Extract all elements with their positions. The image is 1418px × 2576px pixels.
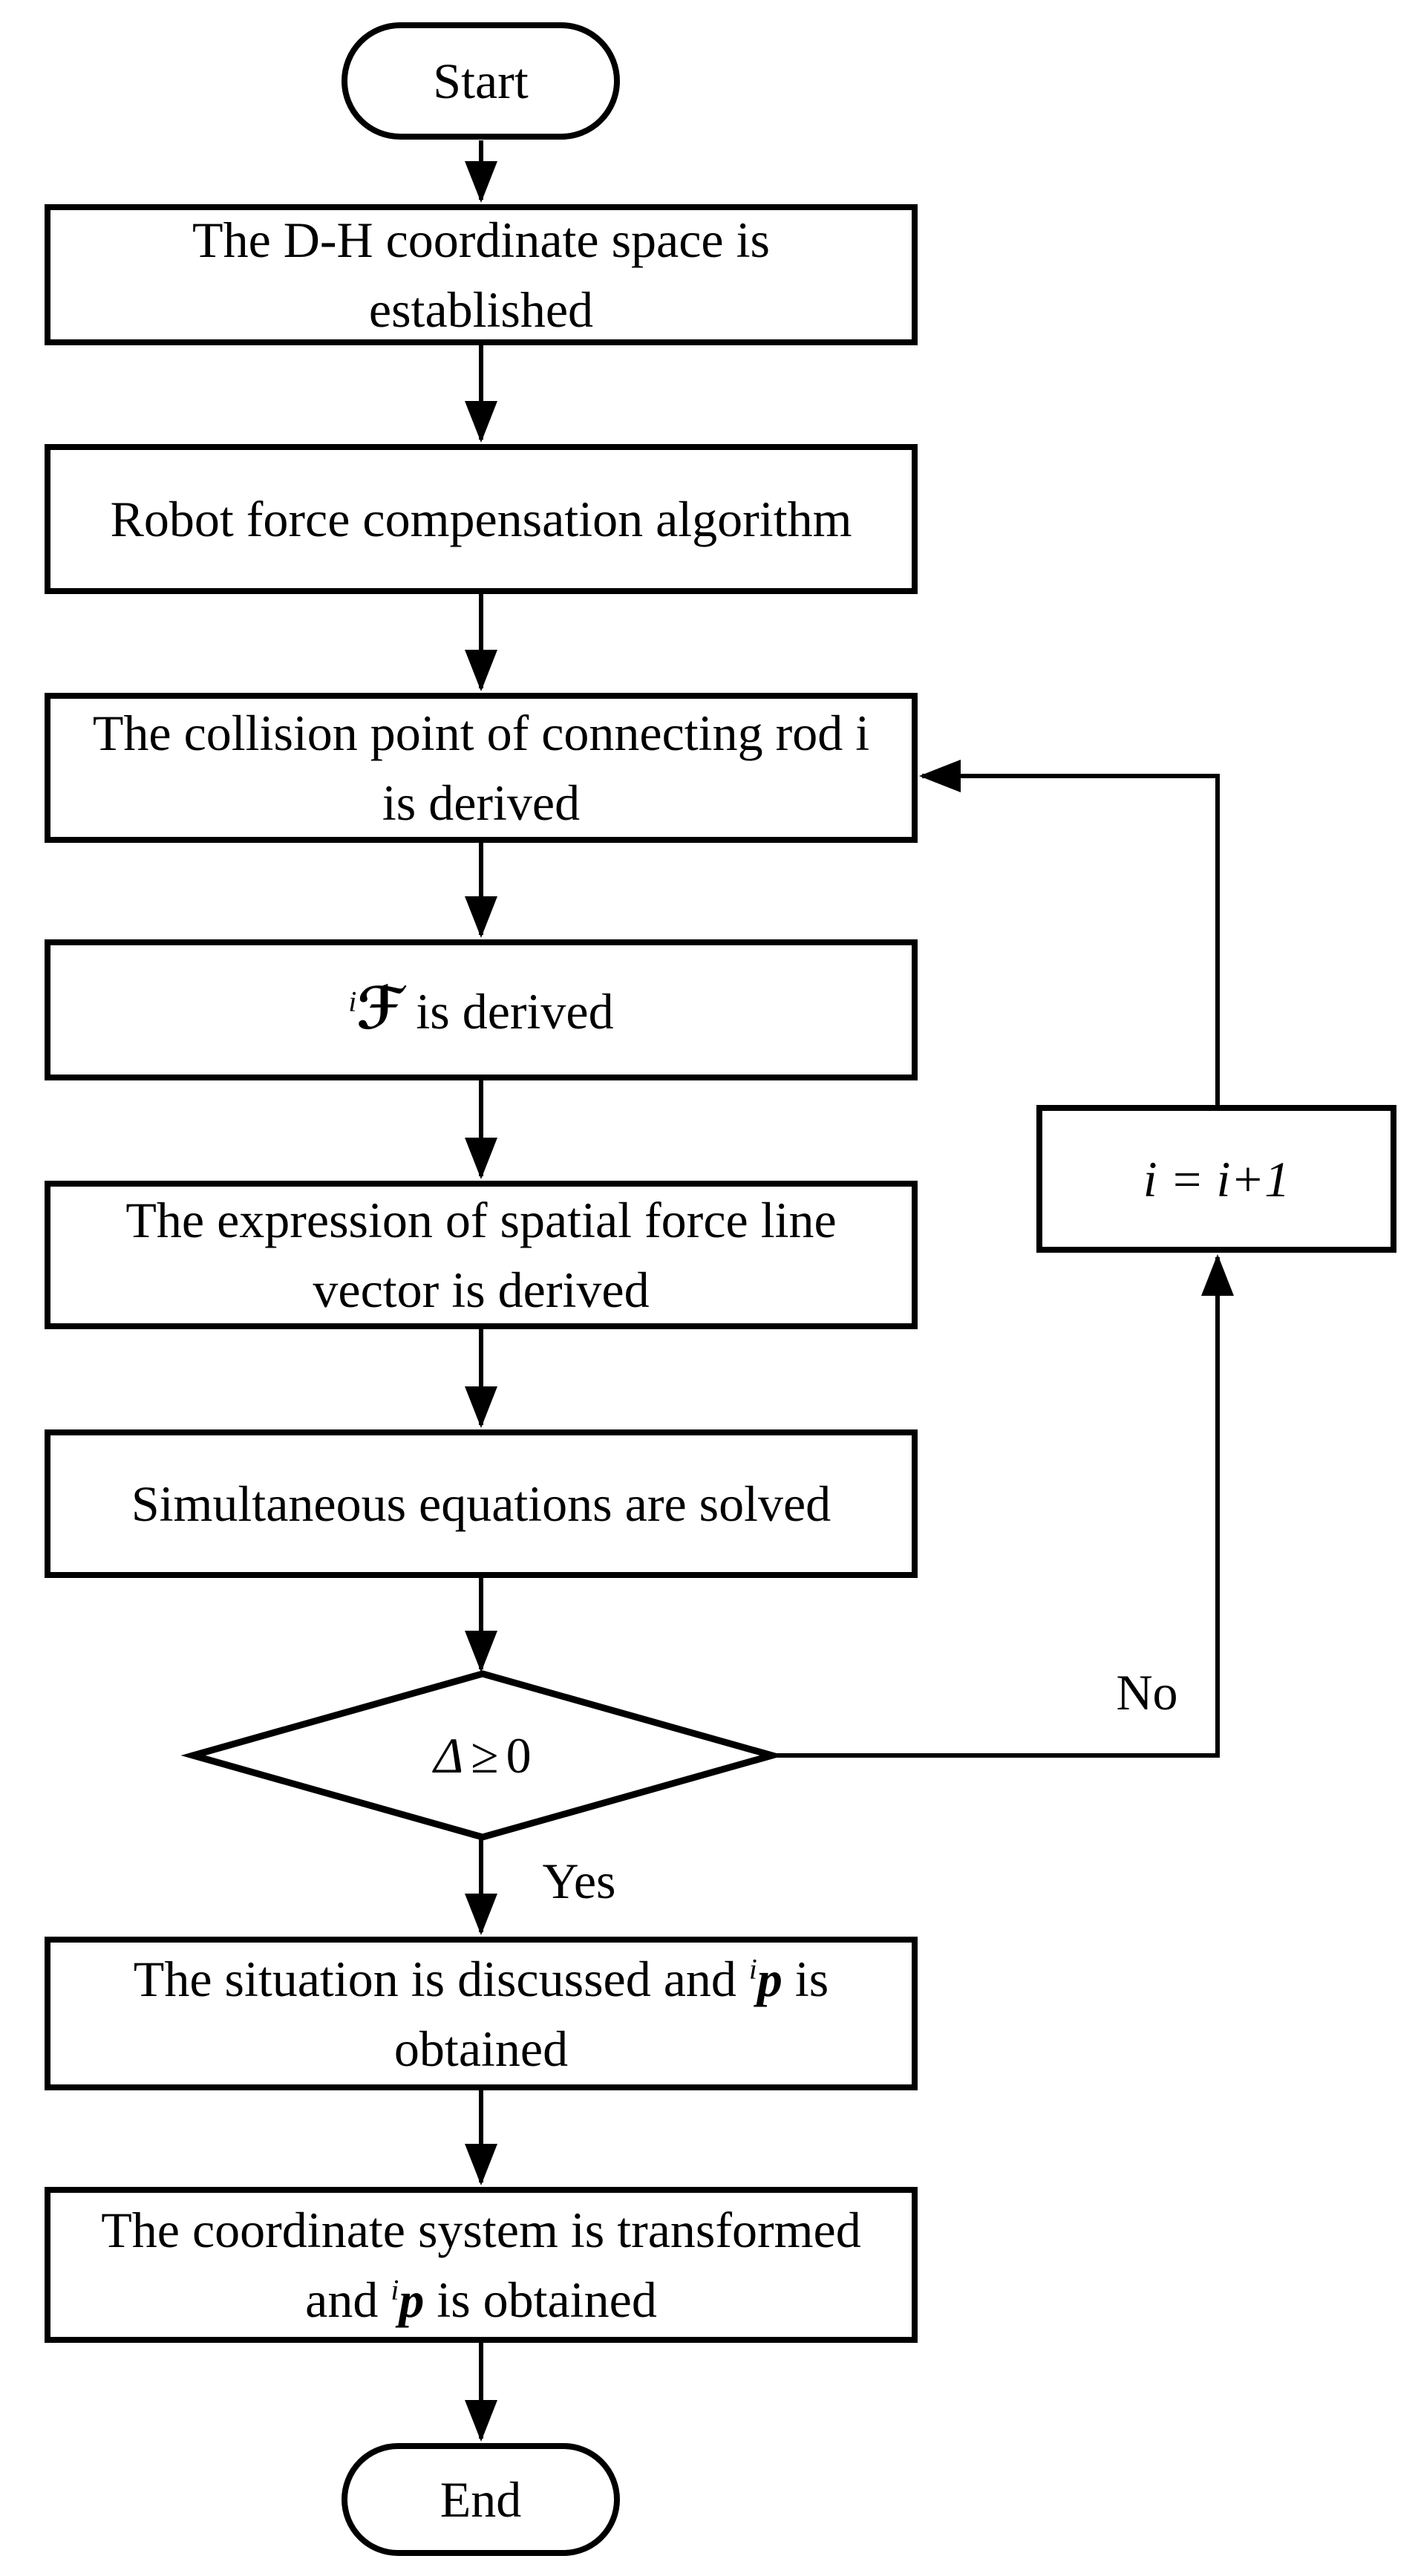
process-situation-discussed-text: The situation is discussed and ip is obt… [133,1950,829,2077]
process-increment-i-text: i = i+1 [1143,1150,1290,1207]
start-node: Start [342,22,620,140]
script-f-symbol: ℱ [356,975,404,1043]
decision-delta: Δ [434,1727,464,1784]
process-force-compensation-text: Robot force compensation algorithm [110,491,852,547]
process-spatial-force-line: The expression of spatial force line vec… [45,1181,918,1329]
superscript-i: i [391,2273,399,2306]
process-collision-point-text: The collision point of connecting rod i … [92,705,870,831]
start-label: Start [433,53,529,109]
decision-condition-label: Δ≥0 [334,1712,631,1799]
process-force-compensation: Robot force compensation algorithm [45,444,918,594]
process-situation-discussed: The situation is discussed and ip is obt… [45,1937,918,2090]
process-simultaneous-equations: Simultaneous equations are solved [45,1429,918,1578]
superscript-i: i [748,1951,757,1985]
decision-operator: ≥ [471,1727,499,1784]
decision-diamond-shape [180,1670,785,1841]
process-dh-coordinate-space-text: The D-H coordinate space is established [192,212,770,338]
vector-p-symbol: p [757,1950,782,2007]
end-node: End [342,2443,620,2556]
arrow-increment-to-step3 [919,760,1220,1105]
process-collision-point: The collision point of connecting rod i … [45,693,918,843]
process-coordinate-transformed-text: The coordinate system is transformed and… [101,2202,861,2328]
process-simultaneous-equations-text: Simultaneous equations are solved [131,1476,831,1532]
process-dh-coordinate-space: The D-H coordinate space is established [45,204,918,345]
decision-value: 0 [506,1727,532,1784]
process-force-derived-text: iℱ is derived [348,975,614,1043]
superscript-i: i [348,984,357,1017]
end-label: End [440,2471,522,2528]
process-coordinate-transformed: The coordinate system is transformed and… [45,2187,918,2343]
process-spatial-force-line-text: The expression of spatial force line vec… [125,1192,837,1318]
edge-label-yes: Yes [542,1853,616,1909]
edge-label-no: No [1116,1664,1178,1721]
vector-p-symbol: p [399,2272,425,2328]
process-force-derived: iℱ is derived [45,939,918,1080]
process-increment-i: i = i+1 [1036,1105,1396,1253]
arrow-decision-to-increment-no [769,1254,1234,1758]
